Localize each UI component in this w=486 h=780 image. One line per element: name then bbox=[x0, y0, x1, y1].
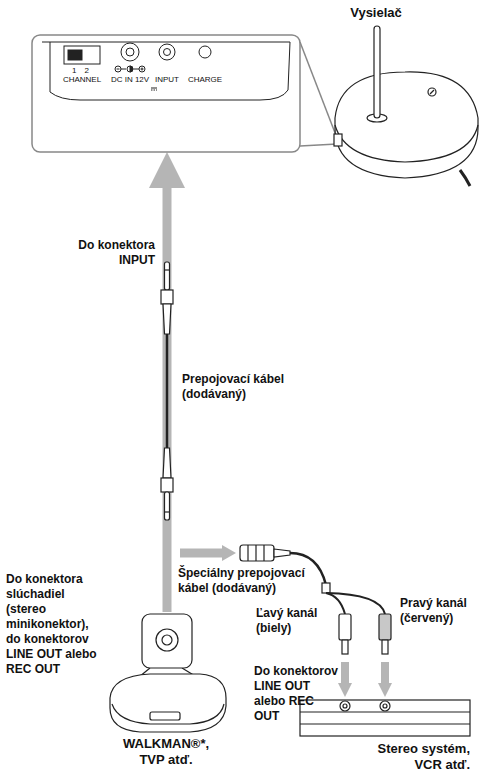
panel-callout-box: 1 2CHANNEL DC IN 12V INPUT CHARGE bbox=[32, 35, 300, 152]
stereo-system: Stereo systém, VCR atď. bbox=[290, 695, 478, 778]
panel-parts bbox=[159, 44, 175, 60]
panel-parts bbox=[134, 69, 139, 70]
panel-callout bbox=[300, 144, 337, 146]
special-cable bbox=[247, 545, 248, 561]
special-cable bbox=[339, 614, 351, 640]
transmitter-drawing bbox=[428, 88, 436, 96]
connecting-cable bbox=[165, 262, 170, 290]
panel-parts bbox=[130, 66, 133, 72]
walkman-device: WALKMAN®*, TVP atď. bbox=[100, 612, 232, 778]
walkman-drawing bbox=[142, 614, 192, 668]
cable-label: Prepojovací kábel (dodávaný) bbox=[182, 372, 302, 402]
connecting-cable bbox=[165, 511, 170, 512]
panel-callout bbox=[42, 42, 290, 100]
walkman-drawing bbox=[112, 704, 224, 724]
stereo-system-drawing bbox=[383, 704, 387, 708]
panel-parts bbox=[199, 46, 211, 58]
connecting-cable bbox=[163, 304, 171, 334]
signal-arrow bbox=[163, 170, 172, 612]
panel-parts bbox=[139, 66, 145, 72]
special-cable bbox=[342, 640, 348, 654]
special-cable bbox=[326, 593, 345, 614]
transmitter-drawing bbox=[334, 26, 478, 186]
walkman-drawing bbox=[110, 674, 226, 732]
walkman-drawing bbox=[156, 629, 178, 651]
panel-parts bbox=[141, 69, 144, 70]
special-cable bbox=[341, 662, 349, 684]
special-cable bbox=[378, 683, 392, 697]
panel-parts bbox=[121, 43, 139, 61]
panel-parts bbox=[115, 66, 121, 72]
panel-parts bbox=[151, 90, 157, 91]
transmitter-drawing bbox=[334, 134, 342, 146]
stereo-system-drawing bbox=[300, 700, 470, 736]
stereo-system-drawing bbox=[380, 701, 390, 711]
panel-callout bbox=[32, 35, 300, 152]
connector-label: Do konektora slúchadiel (stereo minikone… bbox=[6, 572, 102, 677]
walkman-drawing bbox=[110, 614, 226, 732]
connecting-cable bbox=[161, 262, 173, 520]
panel-parts bbox=[126, 48, 134, 56]
stereo-system-drawing bbox=[300, 700, 470, 736]
panel-parts bbox=[117, 69, 120, 70]
stereo-system-drawing bbox=[343, 704, 347, 708]
transmitter: Vysielač bbox=[318, 2, 482, 187]
special-cable bbox=[263, 545, 264, 561]
transmitter-drawing bbox=[460, 170, 470, 186]
panel-parts bbox=[164, 49, 171, 56]
walkman-drawing bbox=[150, 712, 180, 720]
panel-label: CHANNEL bbox=[63, 76, 101, 84]
special-cable bbox=[180, 549, 224, 558]
device-name: Stereo systém, VCR atď. bbox=[360, 741, 470, 774]
special-cable bbox=[322, 583, 330, 593]
panel-parts bbox=[68, 50, 82, 60]
stereo-system-drawing bbox=[300, 723, 470, 724]
panel-label: DC IN 12V bbox=[111, 76, 149, 84]
channel-label: Ľavý kanál (biely) bbox=[256, 606, 328, 636]
channel-label: Pravý kanál (červený) bbox=[400, 596, 472, 626]
connecting-cable bbox=[165, 492, 170, 520]
panel-callout bbox=[32, 35, 337, 152]
walkman-drawing bbox=[162, 635, 172, 645]
special-cable bbox=[379, 614, 391, 640]
special-cable bbox=[326, 593, 385, 614]
connector-label: Do konektora INPUT bbox=[65, 238, 155, 268]
special-cable bbox=[274, 549, 290, 557]
connecting-cable bbox=[165, 269, 170, 270]
special-cable bbox=[222, 545, 236, 561]
special-cable bbox=[381, 662, 389, 684]
panel-label: CHARGE bbox=[188, 76, 222, 84]
special-cable bbox=[255, 545, 256, 561]
transmitter-drawing bbox=[430, 90, 434, 94]
connecting-cable bbox=[161, 478, 173, 492]
panel-callout bbox=[300, 42, 337, 138]
connector-label: Do konektorov LINE OUT alebo REC OUT bbox=[254, 664, 338, 724]
panel-parts bbox=[151, 88, 157, 89]
device-name: WALKMAN®*, TVP atď. bbox=[111, 736, 221, 769]
panel-parts bbox=[121, 69, 126, 70]
panel-label: 1 2 bbox=[72, 67, 92, 75]
panel-parts bbox=[127, 66, 133, 72]
stereo-system-drawing bbox=[340, 701, 350, 711]
connecting-cable bbox=[166, 334, 169, 448]
special-cable bbox=[240, 545, 274, 561]
special-cable bbox=[338, 683, 352, 697]
transmitter-drawing bbox=[374, 26, 380, 118]
transmitter-drawing bbox=[335, 72, 478, 178]
panel-label: INPUT bbox=[155, 76, 179, 84]
transmitter-drawing bbox=[335, 125, 478, 162]
connecting-cable bbox=[161, 290, 173, 304]
panel-parts bbox=[142, 68, 143, 71]
special-cable bbox=[382, 640, 388, 654]
connecting-cable bbox=[163, 448, 171, 478]
cable-label: Špeciálny prepojovací kábel (dodávaný) bbox=[178, 566, 323, 596]
panel-parts bbox=[64, 46, 100, 64]
device-name: Vysielač bbox=[350, 5, 402, 21]
